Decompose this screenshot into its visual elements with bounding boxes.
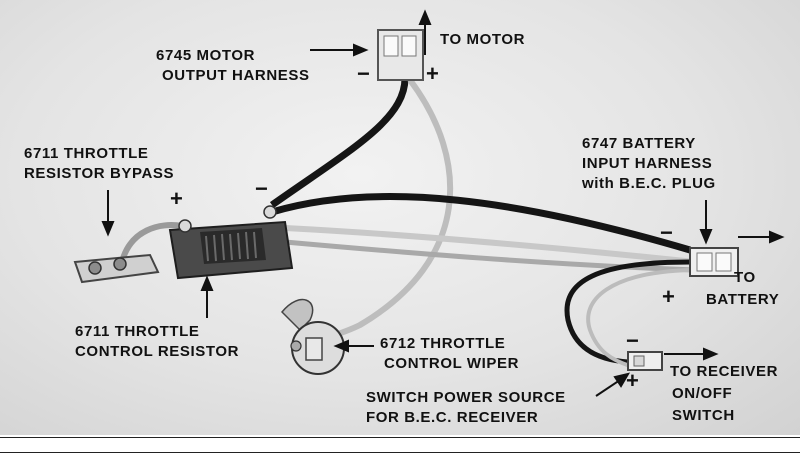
receiver-label-line3: SWITCH — [672, 407, 735, 424]
arrow-to-battery — [738, 230, 785, 244]
to-battery-label-line2: BATTERY — [706, 291, 780, 308]
arrow-to-receiver — [664, 347, 719, 361]
arrow-to-bec-plug — [595, 372, 631, 397]
switch-label-line1: SWITCH POWER SOURCE — [366, 389, 566, 406]
to-battery-label-line1: TO — [734, 269, 756, 286]
resistor-plus-sign: + — [170, 186, 183, 211]
receiver-label-line1: TO RECEIVER — [670, 363, 779, 380]
battery-minus-sign: − — [660, 220, 673, 245]
motor-negative-wire — [269, 77, 409, 208]
throttle-resistor — [168, 205, 294, 280]
bypass-label-line2: RESISTOR BYPASS — [24, 165, 175, 182]
wiring-photo — [0, 0, 800, 435]
motor-plus-sign: + — [426, 61, 439, 86]
wiring-diagram — [73, 9, 785, 397]
motor-positive-wire — [306, 78, 454, 348]
bec-black-wire — [564, 259, 691, 365]
arrow-to-motor-harness — [310, 43, 369, 57]
motor-harness-label-line2: OUTPUT HARNESS — [162, 67, 310, 84]
battery-plus-sign: + — [662, 284, 675, 309]
arrow-to-battery-harness — [699, 200, 713, 245]
arrow-to-bypass — [101, 190, 115, 237]
resistor-minus-sign: − — [255, 176, 268, 201]
arrow-to-resistor — [200, 275, 214, 318]
arrow-to-wiper — [333, 339, 374, 353]
arrow-to-motor — [418, 9, 432, 55]
battery-harness-label-line3: with B.E.C. PLUG — [582, 175, 716, 192]
battery-connector — [689, 247, 739, 277]
bec-white-wire — [586, 268, 693, 368]
resistor-label-line1: 6711 THROTTLE — [75, 323, 200, 340]
resistor-wire-top — [284, 225, 696, 265]
switch-label-line2: FOR B.E.C. RECEIVER — [366, 409, 539, 426]
bypass-wire — [119, 222, 183, 263]
bec-minus-sign: − — [626, 328, 639, 353]
divider-top — [0, 437, 800, 438]
receiver-label-line2: ON/OFF — [672, 385, 733, 402]
bypass-label-line1: 6711 THROTTLE — [24, 145, 149, 162]
to-motor-label: TO MOTOR — [440, 31, 526, 48]
battery-harness-label-line2: INPUT HARNESS — [582, 155, 713, 172]
bec-plug — [627, 351, 663, 371]
wiper-label-line2: CONTROL WIPER — [384, 355, 520, 372]
motor-connector — [377, 29, 424, 81]
throttle-wiper — [280, 298, 345, 375]
divider-bottom — [0, 452, 800, 453]
wiper-label-line1: 6712 THROTTLE — [380, 335, 506, 352]
battery-negative-wire — [271, 193, 691, 254]
bec-plus-sign: + — [626, 368, 639, 393]
motor-harness-label-line1: 6745 MOTOR — [156, 47, 256, 64]
resistor-wire-bottom — [284, 239, 696, 273]
resistor-label-line2: CONTROL RESISTOR — [75, 343, 240, 360]
battery-harness-label-line1: 6747 BATTERY — [582, 135, 696, 152]
bypass-clip — [73, 253, 160, 284]
motor-minus-sign: − — [357, 61, 370, 86]
